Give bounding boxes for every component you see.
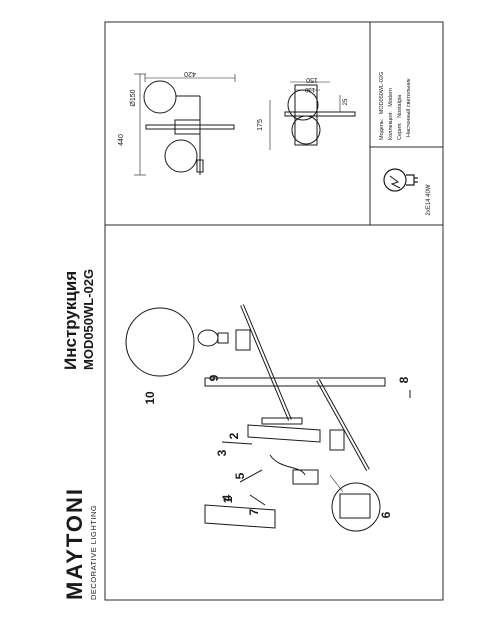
dim-offset: 25	[343, 98, 349, 105]
dim-height: 440	[118, 134, 125, 146]
step-number: 3	[215, 449, 229, 456]
step-number: 10	[143, 391, 157, 405]
globe-illustration	[125, 307, 195, 377]
dim-base-inner: 130	[304, 86, 315, 92]
spec-value: Настенный светильник	[405, 78, 412, 137]
spec-value: Modern	[388, 88, 394, 107]
svg-text:Ø150: Ø150	[130, 89, 137, 106]
step-number: 7	[247, 508, 261, 515]
spec-value: MOD050WL-02G	[379, 72, 385, 115]
dim-base-width: 150	[306, 76, 318, 83]
svg-text:130: 130	[304, 86, 315, 92]
spec-label: Модель:	[379, 118, 385, 140]
step-number: 2	[227, 432, 241, 439]
svg-text:Настенный светильник: Настенный светильник	[405, 78, 412, 137]
title-block: Инструкция MOD050WL-02G	[61, 269, 96, 370]
assembly-diagram	[125, 304, 411, 532]
dim-globe: Ø150	[130, 89, 137, 106]
step-markers: 1 2 3 4 5 6 7 8 9 10	[143, 374, 411, 518]
svg-text:Серия: Nostalgia: Серия: Nostalgia	[397, 94, 403, 140]
model-code: MOD050WL-02G	[81, 269, 96, 370]
brand-block: MAYTONI DECORATIVE LIGHTING	[62, 487, 98, 600]
step-number: 9	[207, 374, 221, 381]
brand-tagline: DECORATIVE LIGHTING	[89, 505, 98, 600]
lamp-spec: 2хE14 40W	[426, 184, 432, 215]
svg-text:Модель: MOD050WL-02G: Модель: MOD050WL-02G	[379, 72, 385, 140]
step-number: 4	[220, 494, 234, 501]
spec-label: Серия:	[397, 122, 403, 140]
step-number: 5	[233, 472, 247, 479]
spec-value: Nostalgia	[397, 94, 403, 118]
outer-frame	[104, 21, 444, 601]
dim-depth: 175	[257, 119, 264, 131]
svg-text:Коллекция: Modern: Коллекция: Modern	[388, 88, 394, 140]
brand-logo: MAYTONI	[62, 487, 87, 600]
step-number: 8	[397, 376, 411, 383]
step-number: 1	[221, 496, 235, 503]
spec-label: Коллекция:	[388, 111, 394, 140]
spec-table: Модель: MOD050WL-02G Коллекция: Modern С…	[379, 72, 412, 140]
svg-text:25: 25	[343, 98, 349, 105]
front-view-drawing	[134, 73, 236, 176]
svg-text:150: 150	[306, 76, 318, 83]
page-title: Инструкция	[61, 271, 80, 370]
svg-text:2хE14 40W: 2хE14 40W	[426, 184, 432, 215]
bulb-icon	[383, 168, 418, 192]
dim-width: 420	[184, 70, 196, 77]
svg-text:175: 175	[257, 119, 264, 131]
svg-text:440: 440	[118, 134, 125, 146]
step-number: 6	[379, 511, 393, 518]
svg-text:420: 420	[184, 70, 196, 77]
side-view-drawing	[269, 81, 356, 150]
